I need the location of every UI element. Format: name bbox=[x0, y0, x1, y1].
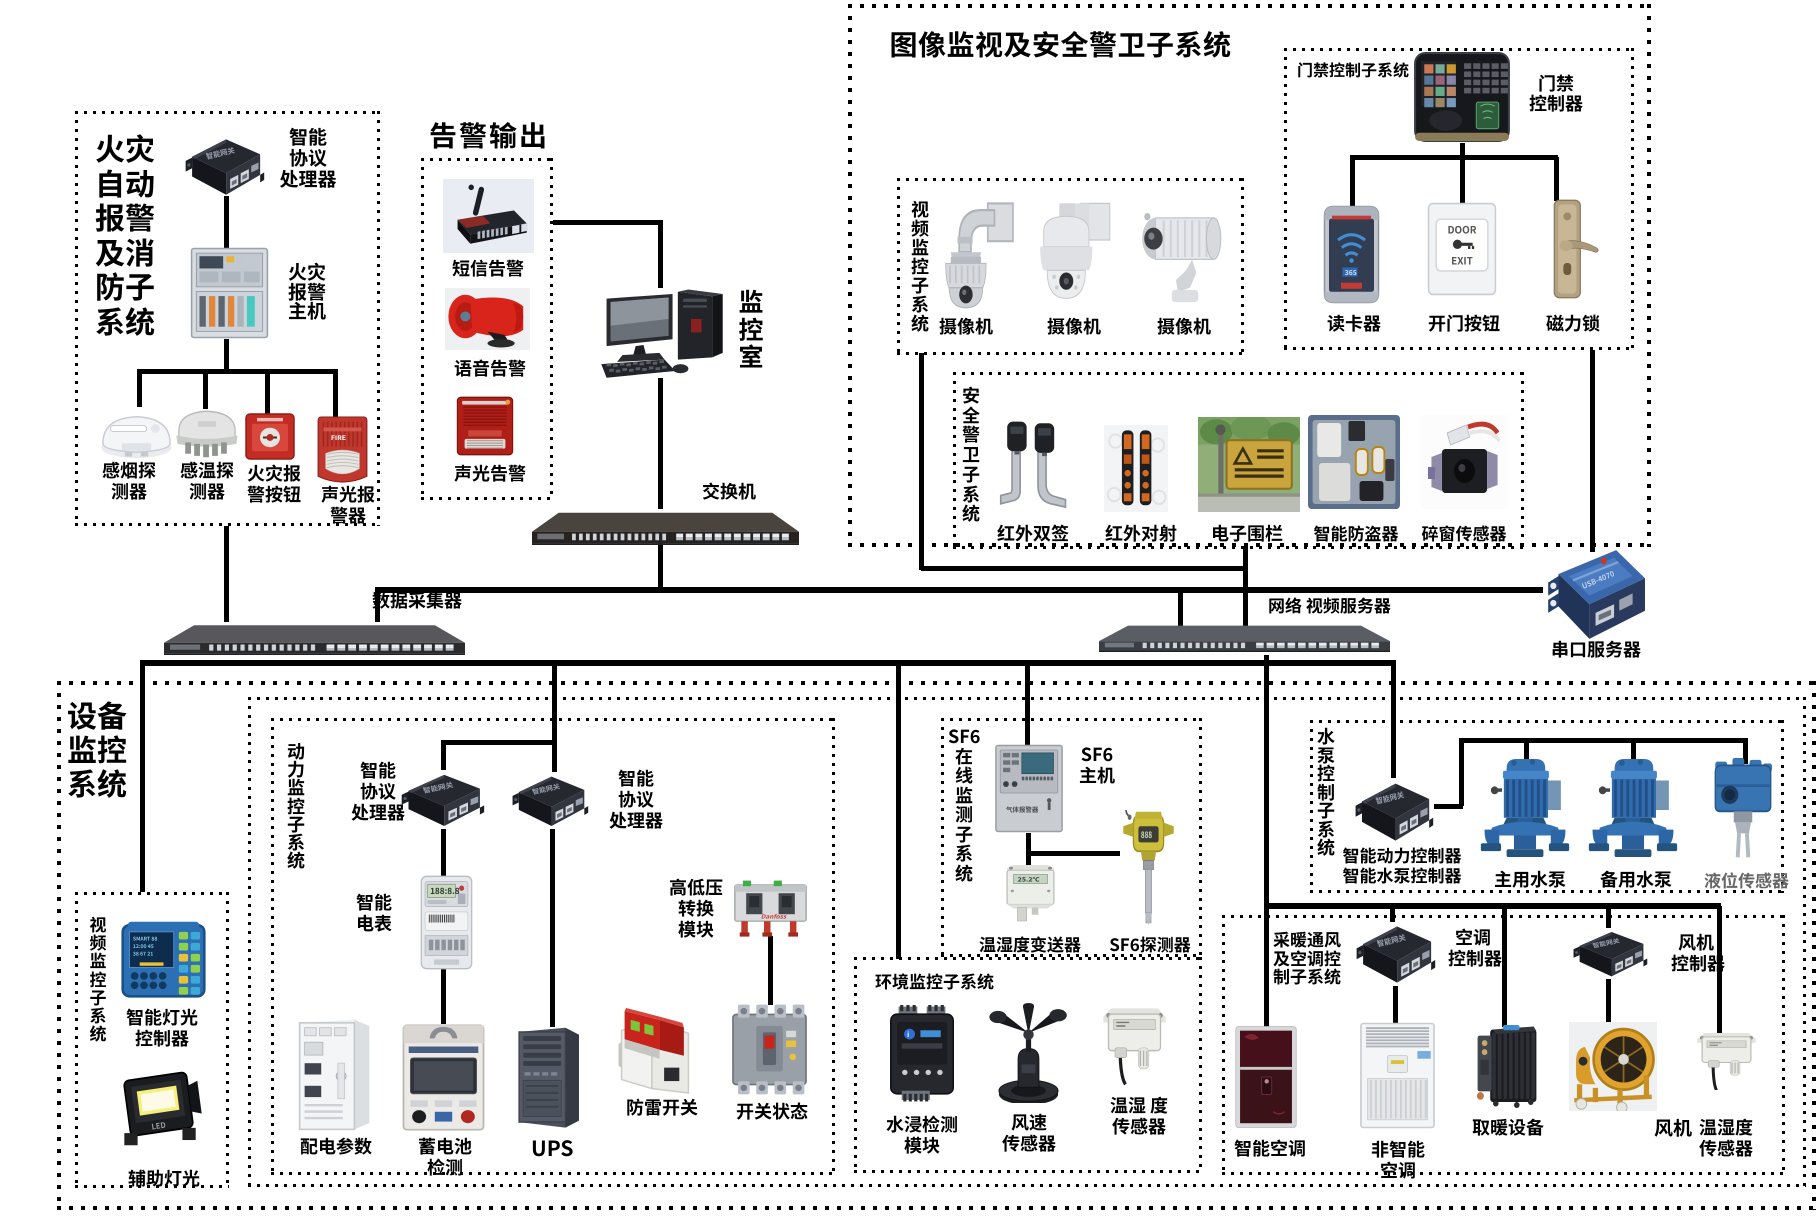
svg-text:DOOR: DOOR bbox=[1448, 221, 1477, 236]
svg-text:EXIT: EXIT bbox=[1451, 252, 1473, 267]
svg-text:888: 888 bbox=[1141, 829, 1152, 842]
svg-text:LED: LED bbox=[151, 1119, 167, 1132]
svg-text:188:8.8: 188:8.8 bbox=[430, 885, 460, 897]
svg-text:25.2℃: 25.2℃ bbox=[1018, 875, 1041, 883]
svg-text:Danfoss: Danfoss bbox=[761, 912, 787, 920]
svg-text:38 67 21: 38 67 21 bbox=[133, 951, 153, 958]
svg-text:SMART 88: SMART 88 bbox=[133, 935, 157, 942]
svg-text:365: 365 bbox=[1345, 267, 1357, 277]
svg-text:FIRE: FIRE bbox=[331, 432, 346, 441]
svg-text:12:00 45: 12:00 45 bbox=[133, 943, 154, 950]
svg-text:气体报警器: 气体报警器 bbox=[1006, 804, 1039, 814]
svg-text:i: i bbox=[907, 1030, 909, 1040]
